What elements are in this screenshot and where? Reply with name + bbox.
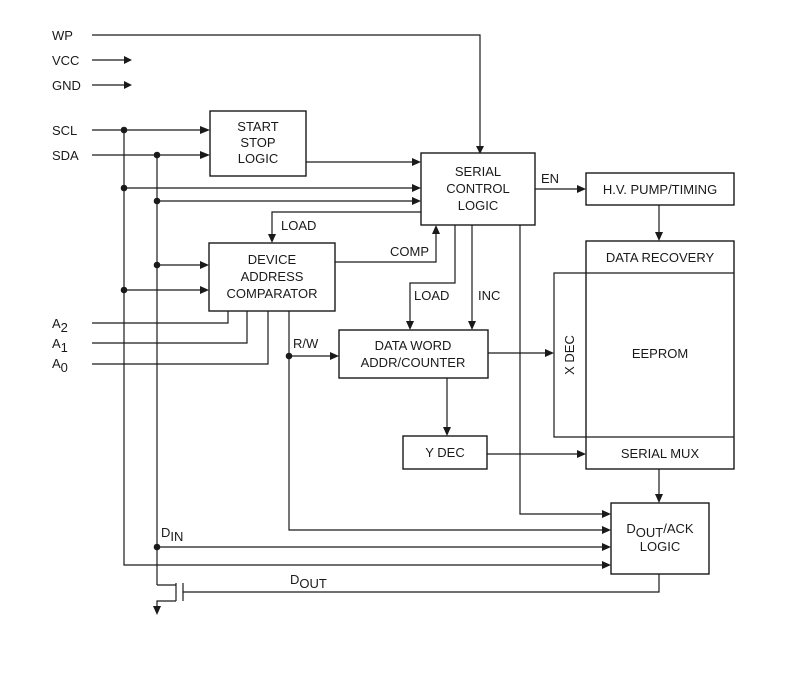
signal-din-main: D: [161, 525, 170, 540]
pin-vcc-label: VCC: [52, 53, 79, 68]
dout-ack-line-1: DOUT/ACK: [626, 521, 694, 540]
eeprom-label: EEPROM: [632, 346, 688, 361]
device-address-line-3: COMPARATOR: [226, 286, 317, 301]
start-stop-line-2: STOP: [240, 135, 275, 150]
pin-wp-label: WP: [52, 28, 73, 43]
pin-a1-label: A1: [52, 336, 68, 355]
pin-a0-main: A: [52, 356, 61, 371]
eeprom-array-block: DATA RECOVERY EEPROM SERIAL MUX: [585, 240, 735, 470]
pin-a2-main: A: [52, 316, 61, 331]
serial-control-line-3: LOGIC: [458, 198, 498, 213]
pin-scl-label: SCL: [52, 123, 77, 138]
y-dec-label: Y DEC: [425, 445, 465, 460]
signal-comp-label: COMP: [390, 244, 429, 259]
pin-a1-main: A: [52, 336, 61, 351]
data-recovery-label: DATA RECOVERY: [606, 250, 715, 265]
start-stop-line-1: START: [237, 119, 278, 134]
signal-dout-main: D: [290, 572, 299, 587]
serial-control-logic-block: SERIAL CONTROL LOGIC: [420, 152, 536, 226]
pin-a0-label: A0: [52, 356, 68, 375]
dout-ack-rest: /ACK: [663, 521, 694, 536]
dout-ack-sub: OUT: [636, 525, 664, 540]
pin-a0-sub: 0: [61, 360, 68, 375]
dout-ack-line-2: LOGIC: [640, 539, 680, 554]
hv-pump-label: H.V. PUMP/TIMING: [603, 182, 717, 197]
signal-rw-label: R/W: [293, 336, 319, 351]
signal-load-mid-label: LOAD: [414, 288, 449, 303]
serial-control-line-2: CONTROL: [446, 181, 510, 196]
serial-mux-label: SERIAL MUX: [621, 446, 700, 461]
signal-din-sub: IN: [170, 529, 183, 544]
start-stop-line-3: LOGIC: [238, 151, 278, 166]
start-stop-logic-block: START STOP LOGIC: [209, 110, 307, 177]
serial-control-line-1: SERIAL: [455, 164, 501, 179]
pin-a2-sub: 2: [61, 320, 68, 335]
pin-a2-label: A2: [52, 316, 68, 335]
signal-load-top-label: LOAD: [281, 218, 316, 233]
pin-sda-label: SDA: [52, 148, 79, 163]
signal-en-label: EN: [541, 171, 559, 186]
x-dec-label: X DEC: [562, 335, 577, 375]
wires: [92, 34, 663, 615]
data-word-line-2: ADDR/COUNTER: [361, 355, 466, 370]
y-dec-block: Y DEC: [402, 435, 488, 470]
dout-ack-main: D: [626, 521, 635, 536]
pin-a1-sub: 1: [61, 340, 68, 355]
signal-inc-label: INC: [478, 288, 500, 303]
hv-pump-timing-block: H.V. PUMP/TIMING: [585, 172, 735, 206]
data-word-line-1: DATA WORD: [375, 338, 452, 353]
junction-dots: [120, 126, 293, 551]
dout-ack-logic-block: DOUT/ACK LOGIC: [610, 502, 710, 575]
device-address-line-1: DEVICE: [248, 252, 297, 267]
signal-din-label: DIN: [161, 525, 183, 544]
x-dec-block: X DEC: [553, 272, 586, 438]
pin-gnd-label: GND: [52, 78, 81, 93]
signal-dout-label: DOUT: [290, 572, 327, 591]
signal-dout-sub: OUT: [299, 576, 327, 591]
data-word-addr-counter-block: DATA WORD ADDR/COUNTER: [338, 329, 489, 379]
device-address-line-2: ADDRESS: [241, 269, 304, 284]
device-address-comparator-block: DEVICE ADDRESS COMPARATOR: [208, 242, 336, 312]
